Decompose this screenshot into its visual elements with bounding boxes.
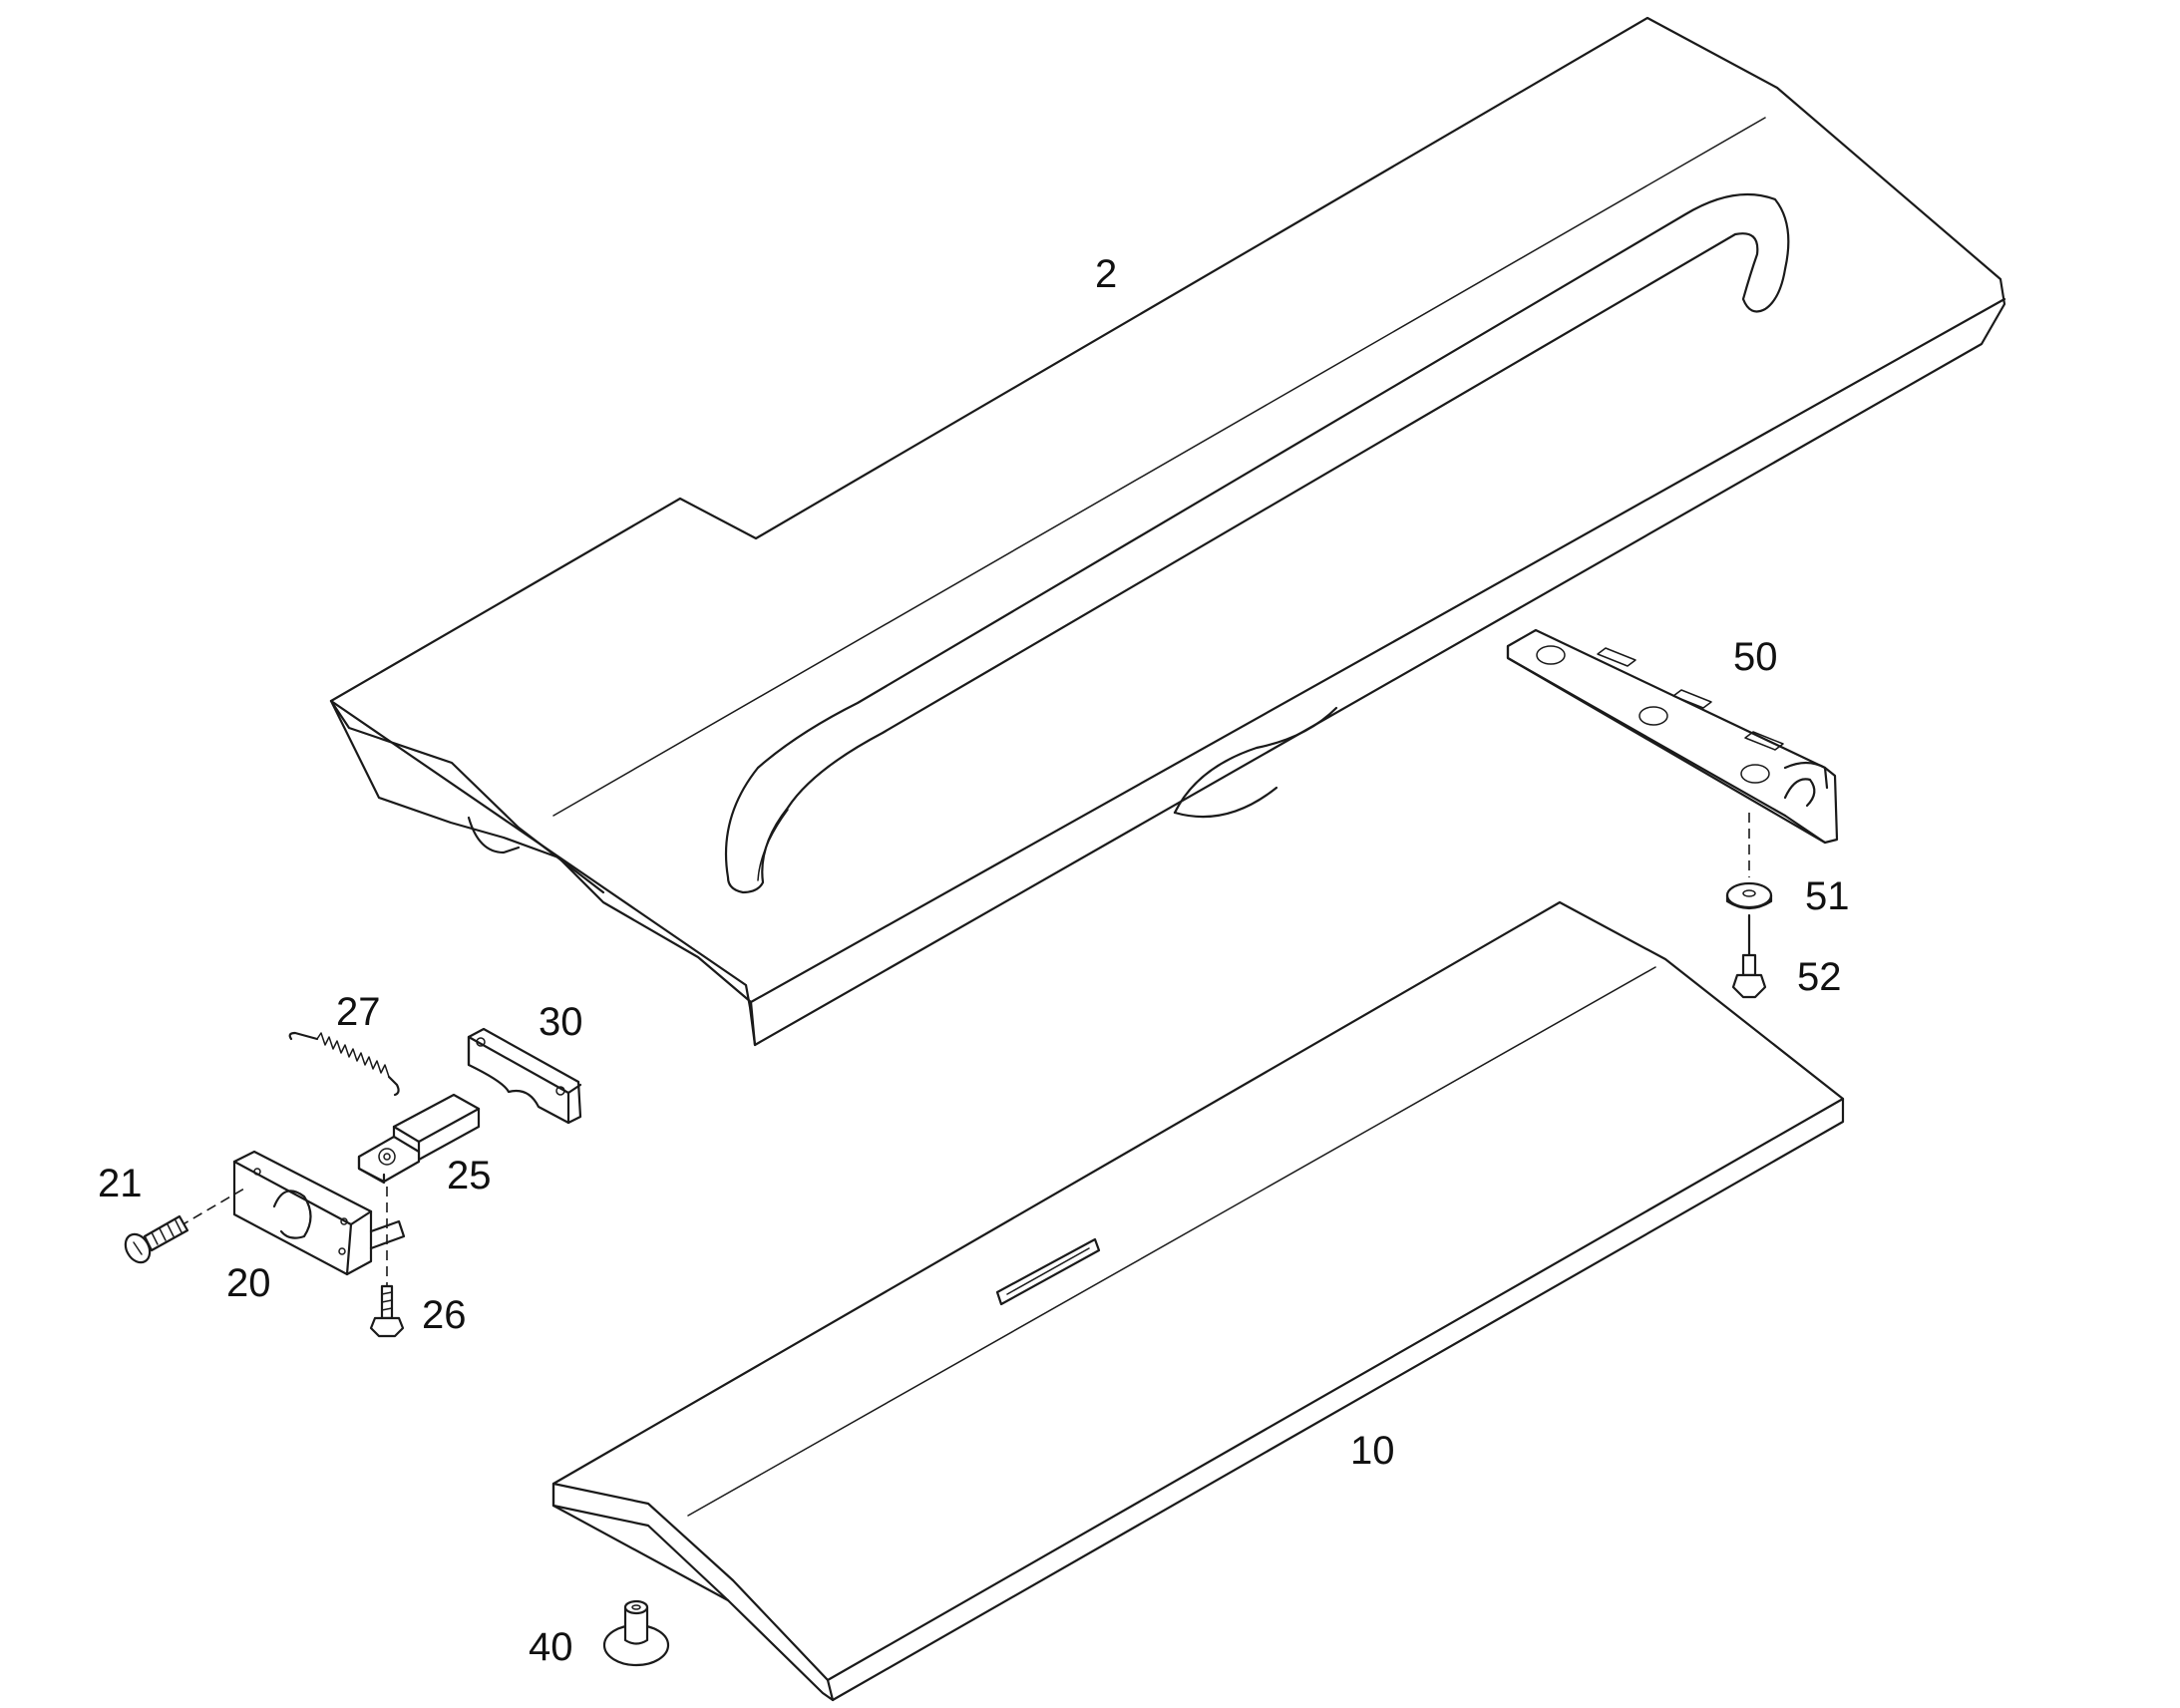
callout-25: 25 [447,1154,492,1197]
callout-40: 40 [529,1625,573,1669]
part-30-plate [467,1027,582,1125]
callout-21: 21 [98,1162,143,1205]
part-52-screw [1731,913,1767,999]
axis-line-21-20 [179,1188,245,1227]
callout-51: 51 [1805,874,1850,918]
part-40-foot [602,1599,670,1667]
part-10-base-plate [551,900,1845,1702]
part-26-screw [369,1284,405,1338]
part-50-hinge [1506,628,1839,845]
callout-2: 2 [1095,252,1117,296]
part-51-washer [1725,881,1773,910]
callout-20: 20 [226,1261,271,1305]
callout-27: 27 [336,990,381,1034]
part-27-spring [288,1031,400,1097]
part-25-latch [357,1093,481,1185]
part-20-housing [232,1150,406,1276]
callout-26: 26 [422,1293,467,1337]
part-2-cover [329,16,2006,1047]
callout-30: 30 [539,1000,583,1044]
callout-50: 50 [1733,635,1778,679]
callout-10: 10 [1350,1429,1395,1473]
callout-52: 52 [1797,955,1842,999]
part-21-screw [124,1214,189,1264]
